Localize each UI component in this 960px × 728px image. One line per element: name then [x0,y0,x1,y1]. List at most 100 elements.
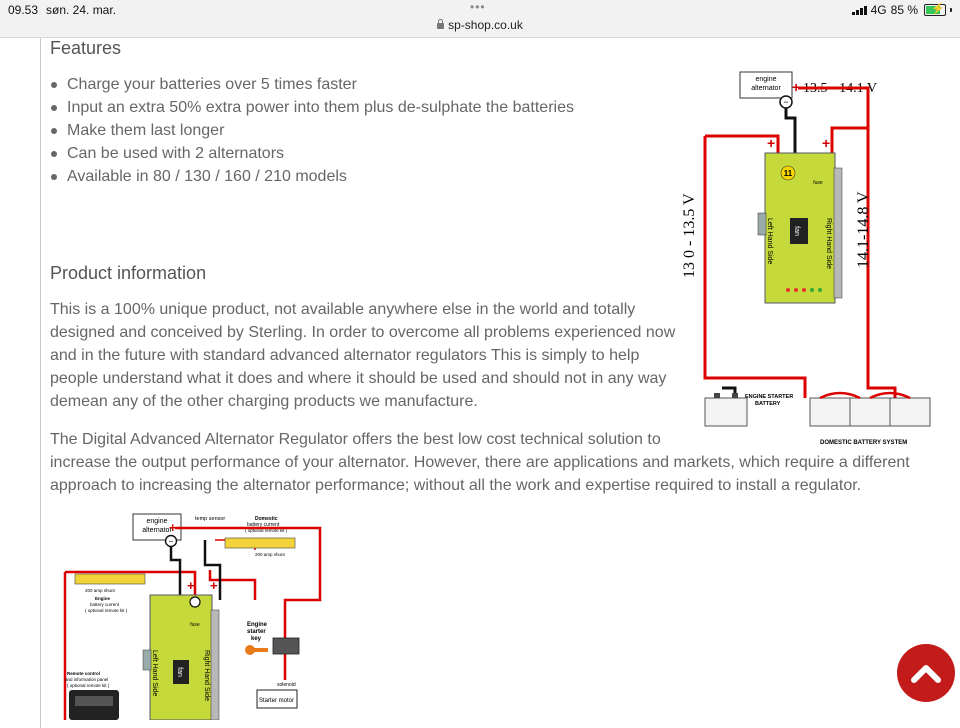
battery-cap [950,8,952,12]
engine-current-label: ( optional remote kit ) [85,608,128,613]
left-heatsink [757,212,767,236]
paragraph-line: approach to increasing the alternator pe… [50,477,862,494]
fan-block [790,218,808,244]
alternator-minus: − [169,537,174,546]
positive-wire [798,86,870,153]
sense-wire [203,540,222,600]
badge-number: 11 [784,169,793,178]
shunt-label: 200 amp shunt [85,588,116,593]
domestic-current-label: ( optional remote kit ) [245,528,288,533]
left-side-label: Left Hand Side [766,218,773,264]
features-heading: Features [50,38,122,58]
paragraph-line: people understand what it does and where… [50,370,667,387]
fan-label: fan [793,226,800,236]
status-date: søn. 24. mar. [46,3,117,17]
engine-current-label: Engine [95,596,110,601]
starter-key-label: Engine [247,622,268,628]
charging-bolt-icon: ⚡ [931,3,945,15]
lock-icon [437,19,445,29]
positive-wire [175,526,322,680]
domestic-system-label: DOMESTIC BATTERY SYSTEM [820,440,907,446]
remote-panel-label: Remote control [67,671,100,676]
right-side-label: Right Hand Side [825,218,832,269]
browser-status-bar: 09.53 søn. 24. mar. ••• sp-shop.co.uk 4G… [0,0,960,38]
fuse-label: fuse [813,180,823,186]
feature-item: Make them last longer [50,119,574,142]
product-information-heading: Product information [50,263,207,283]
starter-battery [704,393,748,427]
starter-motor-box [256,689,298,709]
fan-label: fan [176,667,183,677]
positive-wire-left [703,136,807,398]
signal-icon [851,5,867,15]
voltage-left-label: 13 0 - 13.5 V [681,193,698,278]
wiring-diagram-voltages: engine alternator + 13.5 - 14.1 V − + + … [681,71,931,446]
feature-item: Available in 80 / 130 / 160 / 210 models [50,165,574,188]
positive-wire-mid [208,570,257,600]
shunt-label: 200 amp shunt [255,552,286,557]
right-side-label: Right Hand Side [203,650,210,701]
regulator-board [149,594,213,720]
paragraph-line: increase the output performance of your … [50,454,910,471]
remote-panel-label: ( optional remote kit ) [67,683,110,688]
feature-item: Can be used with 2 alternators [50,142,574,165]
temp-sensor-label: temp sensor [195,516,225,522]
battery-percent: 85 % [890,3,918,17]
plus-sign: + [822,135,830,151]
paragraph-line: The Digital Advanced Alternator Regulato… [50,431,661,448]
negative-wire [784,108,797,153]
positive-wire-left-top [705,134,780,153]
features-list: Charge your batteries over 5 times faste… [50,73,574,188]
address-bar[interactable]: sp-shop.co.uk [0,18,960,32]
starter-battery-label: BATTERY [755,401,781,407]
status-indicators: 4G 85 % ⚡ [851,3,952,17]
starter-motor-label: Starter motor [259,698,294,704]
alternator-plus: + [792,79,800,95]
product-info-paragraph-1: This is a 100% unique product, not avail… [50,298,675,413]
paragraph-line: and in the future with standard advanced… [50,347,640,364]
status-time: 09.53 [8,3,39,17]
fan-block [173,660,189,684]
engine-current-label: battery current [90,602,120,607]
product-content-panel [40,38,960,728]
key-icon [245,645,268,655]
starter-battery-label: ENGINE STARTER [745,394,793,400]
domestic-current-label: battery current [247,522,280,528]
plus-sign: + [767,135,775,151]
paragraph-line: demean any of the other charging product… [50,393,478,410]
positive-wire-left-top [65,570,197,600]
feature-item: Input an extra 50% extra power into them… [50,96,574,119]
remote-panel-label: and information panel [65,677,108,682]
status-badge [780,165,796,181]
alternator-label: alternator [751,85,781,92]
battery-icon: ⚡ [924,3,946,16]
alternator-box [739,71,793,99]
starter-key-label: starter [247,629,266,635]
voltage-right-label: 14.1-14.8 V [855,191,872,268]
ignition-switch [272,637,300,655]
paragraph-line: This is a 100% unique product, not avail… [50,301,636,318]
network-type: 4G [870,3,887,17]
positive-wire-right [866,128,897,403]
scroll-to-top-button[interactable] [897,644,955,702]
remote-display [75,696,113,706]
alternator-label: engine [755,76,776,83]
alternator-minus: − [783,97,788,107]
more-options-icon[interactable]: ••• [470,0,486,14]
url-text: sp-shop.co.uk [448,18,523,32]
alternator-label: engine [146,518,167,525]
right-heatsink [210,609,220,720]
led-row [786,288,822,292]
left-heatsink [142,649,152,671]
starter-key-label: key [251,636,262,642]
right-heatsink [833,167,843,299]
feature-item: Charge your batteries over 5 times faste… [50,73,574,96]
negative-wire [169,547,182,600]
alternator-label: alternator [142,527,172,534]
battery-level-fill [926,6,940,14]
engine-shunt [74,573,146,585]
wiring-diagram-remote-kit: engine alternator + temp sensor Domestic… [63,513,322,720]
domestic-shunt [224,537,296,549]
left-side-label: Left Hand Side [151,650,158,696]
plus-sign: + [187,578,195,593]
